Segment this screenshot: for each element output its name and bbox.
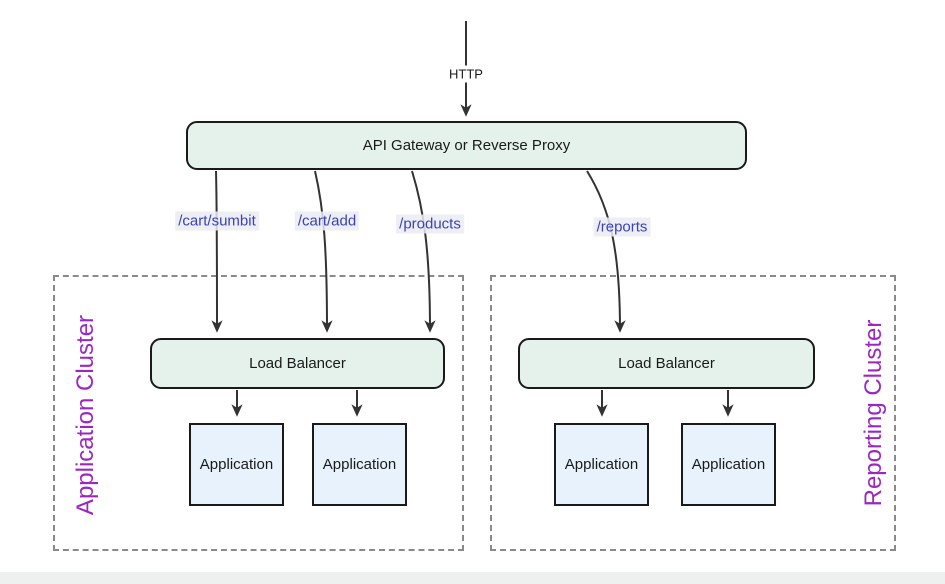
api-gateway-node: API Gateway or Reverse Proxy xyxy=(186,121,747,170)
edge-cart-sumbit xyxy=(211,170,223,333)
reporting-cluster-container xyxy=(490,275,896,551)
http-protocol-label: HTTP xyxy=(445,65,487,83)
route-label-products: /products xyxy=(396,214,464,234)
application-node-2: Application xyxy=(312,423,407,506)
load-balancer-node-application: Load Balancer xyxy=(150,338,445,389)
application-node-4: Application xyxy=(681,423,776,506)
edge-products xyxy=(411,170,436,333)
reporting-cluster-title: Reporting Cluster xyxy=(860,319,887,507)
edge-cart-add xyxy=(314,170,333,333)
load-balancer-node-reporting: Load Balancer xyxy=(518,338,815,389)
edge-reports xyxy=(586,170,626,333)
application-cluster-container xyxy=(53,275,464,551)
route-label-cart-sumbit: /cart/sumbit xyxy=(175,211,259,231)
route-label-cart-add: /cart/add xyxy=(294,211,360,231)
application-node-3: Application xyxy=(554,423,649,506)
application-cluster-title: Application Cluster xyxy=(72,314,99,516)
bottom-margin-strip xyxy=(0,572,945,584)
application-node-1: Application xyxy=(189,423,284,506)
route-label-reports: /reports xyxy=(593,217,651,237)
